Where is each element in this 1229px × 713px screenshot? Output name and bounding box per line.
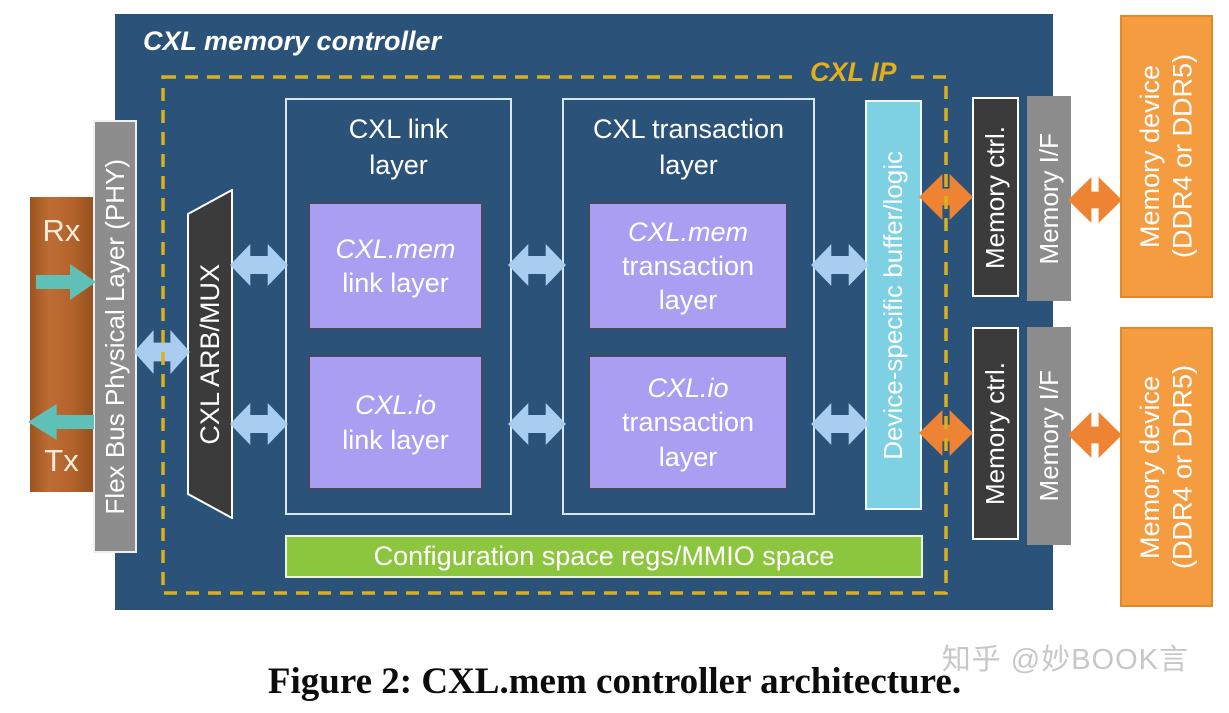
config-space-bar: Configuration space regs/MMIO space	[285, 535, 923, 578]
cxl-io-txn-line3: layer	[658, 441, 718, 472]
link-txn-bottom-arrow-icon	[508, 402, 566, 446]
watermark-text: 知乎 @妙BOOK言	[941, 644, 1189, 676]
link-layer-title-line1: CXL link	[348, 114, 449, 144]
buffer-memctrl-bottom-arrow-icon	[919, 410, 973, 456]
figure-caption: Figure 2: CXL.mem controller architectur…	[267, 661, 962, 702]
cxl-io-link-line1: CXL.io	[354, 390, 437, 421]
flex-bus-phy-bar: Flex Bus Physical Layer (PHY)	[93, 120, 137, 553]
arbmux-link-bottom-arrow-icon	[230, 402, 288, 446]
txn-buffer-bottom-arrow-icon	[811, 402, 869, 446]
cxl-mem-txn-line1: CXL.mem	[627, 216, 749, 247]
cxl-io-txn-line2: transaction	[621, 407, 755, 438]
cxl-mem-link-layer-block: CXL.mem link layer	[308, 202, 483, 330]
rx-label: Rx	[42, 213, 81, 248]
buffer-memctrl-top-arrow-icon	[919, 174, 973, 220]
memory-ctrl-top-label: Memory ctrl.	[980, 125, 1010, 269]
memory-device-bottom: Memory device (DDR4 or DDR5)	[1120, 327, 1213, 607]
cxl-io-link-line2: link layer	[342, 424, 449, 455]
cxl-mem-link-line1: CXL.mem	[335, 233, 456, 264]
cxl-mem-txn-line2: transaction	[621, 250, 755, 281]
rx-arrow-icon	[36, 263, 96, 301]
memory-if-bottom-label: Memory I/F	[1033, 370, 1064, 502]
memory-ctrl-top: Memory ctrl.	[972, 97, 1019, 297]
memory-device-bottom-line2: (DDR4 or DDR5)	[1167, 364, 1198, 570]
cxl-mem-txn-layer-block: CXL.mem transaction layer	[588, 202, 788, 330]
txn-layer-title-line1: CXL transaction	[592, 114, 785, 144]
memory-ctrl-bottom-label: Memory ctrl.	[980, 362, 1010, 505]
memory-device-top-line2: (DDR4 or DDR5)	[1167, 54, 1198, 259]
memif-device-top-arrow-icon	[1068, 177, 1122, 223]
memory-if-top: Memory I/F	[1027, 96, 1071, 301]
link-layer-title-line2: layer	[369, 149, 428, 180]
cxl-mem-link-line2: link layer	[342, 268, 449, 298]
memory-device-top-line1: Memory device	[1135, 64, 1166, 249]
panel-title: CXL memory controller	[143, 26, 442, 56]
cxl-io-txn-line1: CXL.io	[647, 373, 729, 404]
flex-bus-phy-label: Flex Bus Physical Layer (PHY)	[99, 158, 130, 515]
cxl-io-link-layer-block: CXL.io link layer	[308, 355, 483, 490]
cxl-mem-txn-line3: layer	[658, 285, 718, 315]
txn-buffer-top-arrow-icon	[811, 243, 869, 287]
memory-if-top-label: Memory I/F	[1033, 132, 1064, 265]
memory-if-bottom: Memory I/F	[1027, 327, 1071, 545]
memory-device-bottom-line1: Memory device	[1135, 375, 1166, 559]
memory-ctrl-bottom: Memory ctrl.	[972, 327, 1019, 540]
arbmux-labelbox: CXL ARB/MUX	[187, 189, 233, 519]
device-buffer-bar: Device-specific buffer/logic	[865, 100, 922, 510]
cxl-ip-label: CXL IP	[798, 57, 909, 88]
arbmux-label: CXL ARB/MUX	[194, 263, 225, 445]
memory-device-top: Memory device (DDR4 or DDR5)	[1120, 15, 1213, 298]
memif-device-bottom-arrow-icon	[1068, 412, 1122, 458]
txn-layer-title-line2: layer	[659, 149, 718, 180]
phy-arbmux-arrow-icon	[134, 329, 190, 375]
cxl-io-txn-layer-block: CXL.io transaction layer	[588, 355, 788, 490]
arbmux-link-top-arrow-icon	[230, 243, 288, 287]
link-txn-top-arrow-icon	[508, 243, 566, 287]
tx-arrow-icon	[28, 403, 94, 441]
device-buffer-label: Device-specific buffer/logic	[878, 150, 908, 460]
tx-label: Tx	[44, 443, 79, 478]
host-link-box	[30, 197, 93, 492]
